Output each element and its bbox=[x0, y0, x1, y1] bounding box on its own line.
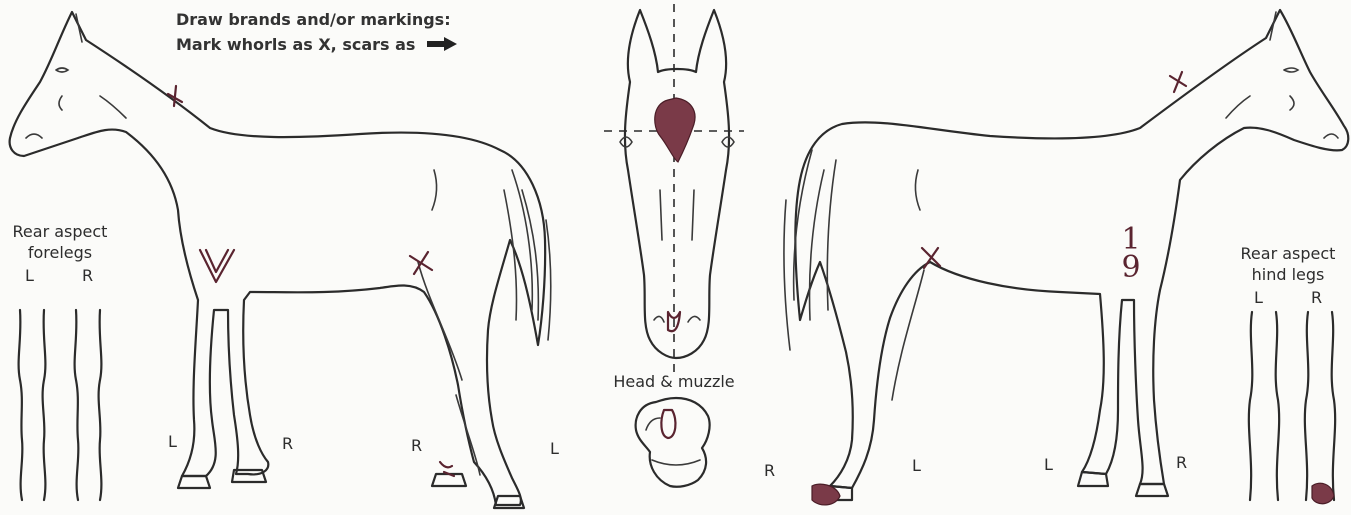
rear-aspect-forelegs bbox=[19, 310, 102, 500]
right-horse bbox=[784, 10, 1348, 505]
right-horse-outline bbox=[795, 10, 1348, 488]
rear-aspect-hindlegs bbox=[1249, 312, 1335, 504]
muzzle bbox=[636, 398, 710, 487]
left-horse bbox=[10, 12, 551, 508]
front-head bbox=[604, 4, 744, 372]
front-head-outline bbox=[625, 10, 729, 358]
left-horse-outline bbox=[10, 12, 546, 505]
